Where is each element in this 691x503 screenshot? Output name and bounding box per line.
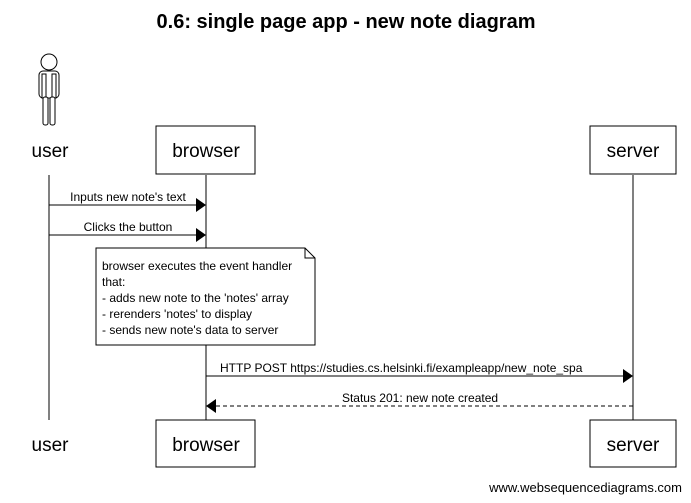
note-line-2: that: — [102, 275, 125, 289]
participant-server-label-top: server — [607, 141, 660, 162]
watermark-link[interactable]: www.websequencediagrams.com — [488, 480, 682, 495]
participant-user-label-bottom: user — [32, 435, 70, 456]
participant-browser-label-bottom: browser — [172, 435, 240, 456]
message-1-label: Inputs new note's text — [70, 190, 186, 204]
note-line-5: - sends new note's data to server — [102, 323, 278, 337]
event-handler-note — [95, 247, 316, 346]
message-1-arrowhead — [196, 198, 206, 212]
message-3-arrowhead — [623, 369, 633, 383]
participant-server-box-bottom — [589, 419, 677, 468]
message-4-arrowhead — [206, 399, 216, 413]
note-line-4: - rerenders 'notes' to display — [102, 307, 252, 321]
message-2-arrowhead — [196, 228, 206, 242]
note-line-1: browser executes the event handler — [102, 259, 292, 273]
message-2-label: Clicks the button — [84, 220, 173, 234]
participant-browser-box-bottom — [155, 419, 256, 468]
note-line-3: - adds new note to the 'notes' array — [102, 291, 289, 305]
participant-browser-label-top: browser — [172, 141, 240, 162]
note-fold-icon — [304, 248, 315, 259]
participant-server-label-bottom: server — [607, 435, 660, 456]
user-actor-icon-top — [38, 53, 60, 126]
participant-server-box-top — [589, 125, 677, 175]
message-4-label: Status 201: new note created — [342, 391, 498, 405]
message-3-label: HTTP POST https://studies.cs.helsinki.fi… — [220, 361, 583, 375]
diagram-title: 0.6: single page app - new note diagram — [157, 11, 536, 33]
participant-browser-box-top — [155, 125, 256, 175]
participant-user-label-top: user — [32, 141, 70, 162]
